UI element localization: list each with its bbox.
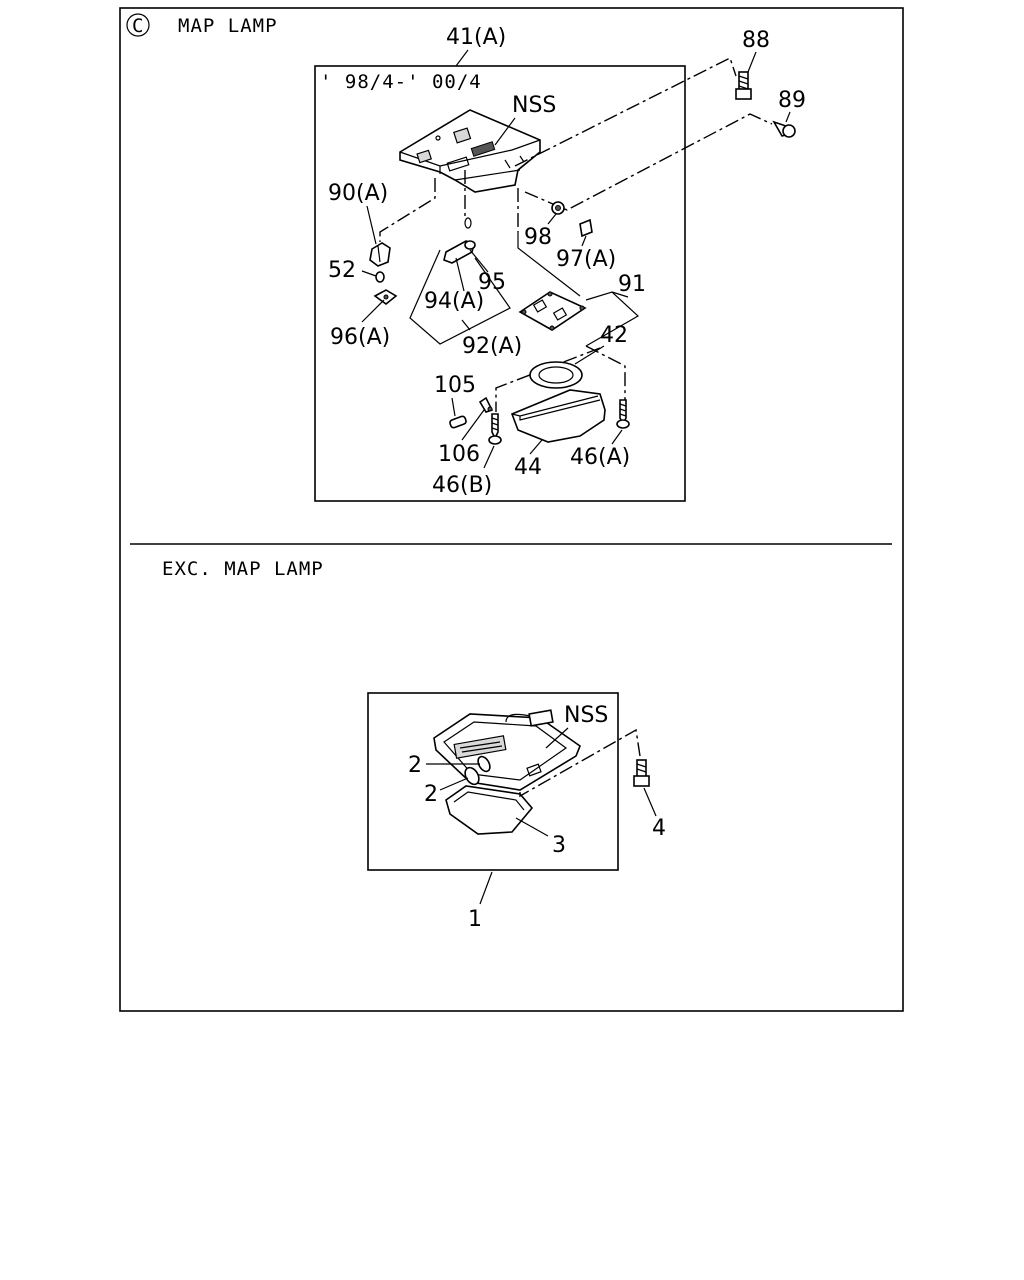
bracket-92a-outline	[409, 249, 511, 345]
lens-3	[445, 785, 534, 835]
callout-96a: 96(A)	[330, 325, 390, 350]
callout-3: 3	[552, 833, 566, 858]
screw-4	[633, 759, 650, 787]
plate-91-outline	[517, 232, 581, 297]
callout-97a: 97(A)	[556, 247, 616, 272]
callout-52: 52	[328, 258, 356, 283]
outer-frame	[119, 7, 904, 1012]
callout-1: 1	[468, 907, 482, 932]
assembly-box-41a	[314, 65, 686, 502]
section-marker: C	[132, 15, 144, 37]
bolt-88	[735, 71, 752, 100]
callout-89: 89	[778, 88, 806, 113]
callout-88: 88	[742, 28, 770, 53]
callout-42: 42	[600, 323, 628, 348]
callout-94a: 94(A)	[424, 289, 484, 314]
terminal-106	[478, 396, 494, 413]
date-range: ' 98/4-' 00/4	[320, 71, 482, 93]
callout-46b: 46(B)	[432, 473, 492, 498]
dome-lamp-housing	[433, 709, 581, 791]
section-title-map-lamp: MAP LAMP	[178, 15, 278, 37]
callout-98: 98	[524, 225, 552, 250]
callout-4: 4	[652, 816, 666, 841]
callout-91: 91	[618, 272, 646, 297]
callout-106: 106	[438, 442, 480, 467]
screw-89	[772, 120, 796, 138]
callout-2a: 2	[408, 753, 422, 778]
bulb-105	[449, 415, 467, 429]
section-marker-circle	[126, 13, 150, 37]
assembly-ref-41a: 41(A)	[446, 25, 506, 50]
clip-96a	[373, 289, 398, 306]
bulb-2	[464, 755, 491, 786]
assembly-box-1	[367, 692, 619, 871]
lens-42	[529, 361, 583, 389]
callout-46a: 46(A)	[570, 445, 630, 470]
pin-52	[375, 271, 385, 283]
callout-92a: 92(A)	[462, 334, 522, 359]
bulb-assembly-94a	[443, 217, 476, 264]
callout-nss-exc: NSS	[564, 703, 608, 728]
clip-97a	[579, 218, 593, 238]
callout-2b: 2	[424, 782, 438, 807]
screw-46b	[488, 413, 502, 445]
grommet-98	[551, 201, 565, 215]
map-lamp-housing	[399, 109, 541, 193]
cover-44	[510, 389, 606, 443]
section-exc-map-lamp: EXC. MAP LAMP NSS 2 2 3	[162, 558, 666, 932]
callout-nss-map: NSS	[512, 93, 556, 118]
clip-90a	[369, 242, 391, 267]
section-map-lamp: C MAP LAMP 41(A) ' 98/4-' 00/4 NSS 8	[126, 13, 806, 502]
callout-90a: 90(A)	[328, 181, 388, 206]
section-title-exc-map-lamp: EXC. MAP LAMP	[162, 558, 324, 580]
callout-105: 105	[434, 373, 476, 398]
callout-44: 44	[514, 455, 542, 480]
base-plate-91	[518, 291, 587, 331]
screw-46a	[616, 399, 630, 429]
